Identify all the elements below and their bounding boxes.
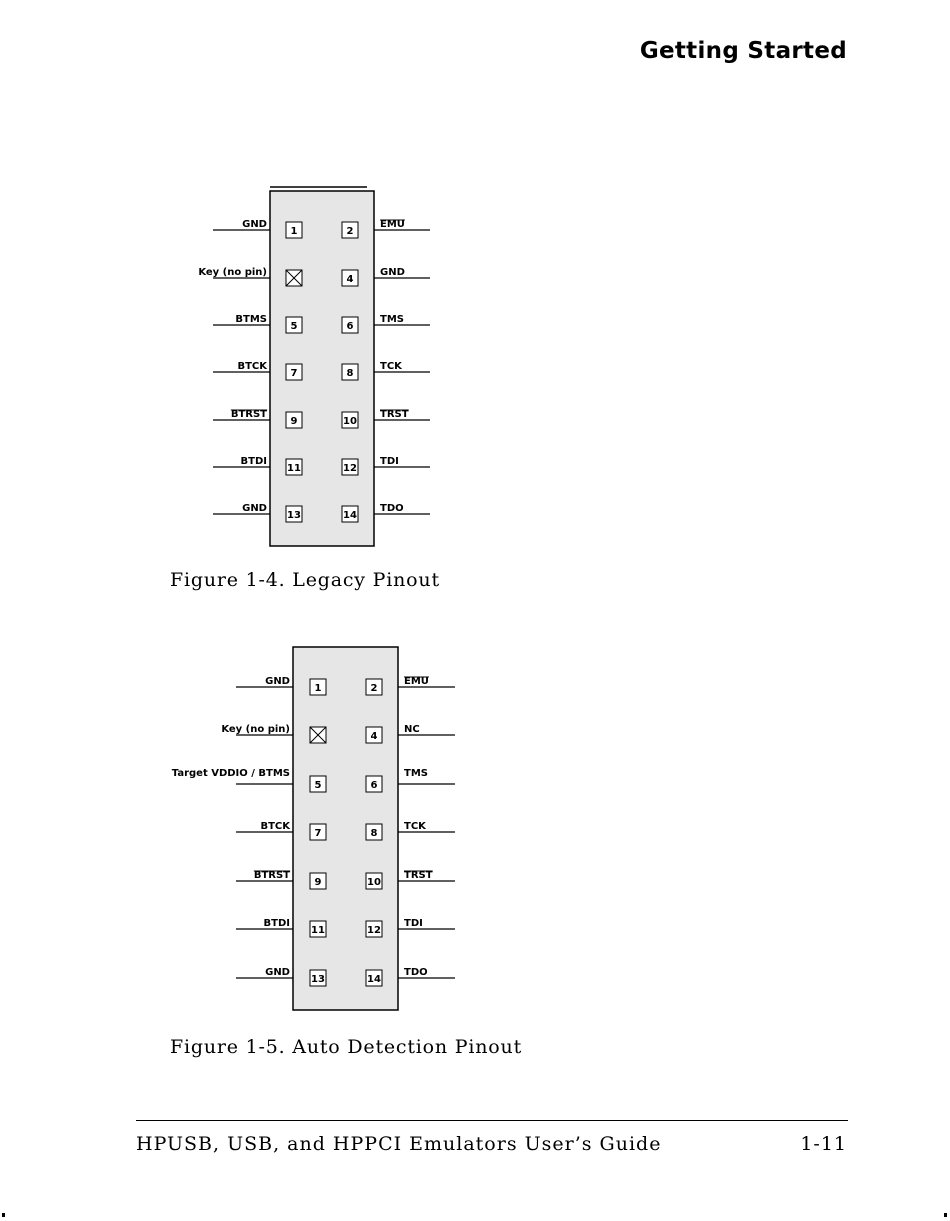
pin-signal-label: BTMS [235, 314, 267, 325]
pin-box [309, 823, 327, 841]
pin-signal-label: Key (no pin) [198, 267, 267, 278]
pin-signal-label: GND [265, 967, 290, 978]
pin-signal-label: GND [242, 219, 267, 230]
pin-box [309, 775, 327, 793]
pin-signal-label: BTRST [231, 409, 267, 420]
pin-box [309, 678, 327, 696]
pin-signal-label: TMS [380, 314, 404, 325]
key-cross-line [285, 269, 303, 287]
pin-number: 4 [371, 731, 378, 742]
pin-box [365, 726, 383, 744]
pin-signal-label: TDO [404, 967, 428, 978]
pin-signal-label: TCK [404, 821, 427, 832]
footer-page-number: 1-11 [800, 1133, 847, 1155]
pin-box [285, 411, 303, 429]
pin-number: 6 [347, 321, 354, 332]
pin-signal-label: EMU [380, 219, 405, 230]
pin-number: 8 [347, 368, 354, 379]
pin-box [285, 505, 303, 523]
pin-number: 14 [367, 974, 381, 985]
pin-number: 2 [371, 683, 378, 694]
pin-number: 10 [343, 416, 357, 427]
pin-signal-label: TMS [404, 768, 428, 779]
pin-box [285, 221, 303, 239]
pin-box [365, 775, 383, 793]
pin-number: 12 [343, 463, 357, 474]
pin-number: 11 [287, 463, 301, 474]
pin-signal-label: NC [404, 724, 420, 735]
pin-box [365, 969, 383, 987]
pin-box [309, 969, 327, 987]
pin-signal-label: BTDI [241, 456, 267, 467]
legacy-pinout-caption: Figure 1-4. Legacy Pinout [170, 569, 440, 591]
scan-mark-left [2, 1213, 5, 1217]
pin-signal-label: EMU [404, 676, 429, 687]
scan-mark-right [944, 1213, 947, 1217]
pin-signal-label: GND [380, 267, 405, 278]
pin-signal-label: GND [265, 676, 290, 687]
page-header-title: Getting Started [639, 38, 847, 64]
pin-box [309, 920, 327, 938]
pin-number: 5 [315, 780, 322, 791]
pin-signal-label: BTRST [254, 870, 290, 881]
pin-signal-label: Key (no pin) [221, 724, 290, 735]
pin-box [365, 872, 383, 890]
pin-number: 10 [367, 877, 381, 888]
pin-signal-label: TRST [404, 870, 433, 881]
pin-number: 12 [367, 925, 381, 936]
pin-box [285, 316, 303, 334]
auto-detection-pinout-caption: Figure 1-5. Auto Detection Pinout [170, 1036, 523, 1058]
pin-signal-label: TRST [380, 409, 409, 420]
pin-number: 1 [291, 226, 298, 237]
pin-number: 11 [311, 925, 325, 936]
key-cross-line [309, 726, 327, 744]
pin-number: 13 [311, 974, 325, 985]
pin-number: 6 [371, 780, 378, 791]
pin-box [285, 363, 303, 381]
pin-number: 7 [291, 368, 298, 379]
pin-box [341, 458, 359, 476]
pin-number: 9 [291, 416, 298, 427]
pin-box [341, 316, 359, 334]
pin-box [341, 363, 359, 381]
pin-box [285, 458, 303, 476]
pin-number: 8 [371, 828, 378, 839]
pin-box [341, 505, 359, 523]
pin-box [309, 872, 327, 890]
pin-signal-label: GND [242, 503, 267, 514]
pin-number: 7 [315, 828, 322, 839]
pin-box [341, 269, 359, 287]
pin-signal-label: TDI [404, 918, 423, 929]
pin-number: 1 [315, 683, 322, 694]
pin-box [365, 823, 383, 841]
pin-signal-label: Target VDDIO / BTMS [172, 768, 290, 779]
pin-box [341, 221, 359, 239]
pin-signal-label: BTDI [264, 918, 290, 929]
pin-number: 9 [315, 877, 322, 888]
pin-box [365, 920, 383, 938]
pin-number: 13 [287, 510, 301, 521]
pin-signal-label: BTCK [260, 821, 291, 832]
pin-number: 4 [347, 274, 354, 285]
pin-number: 14 [343, 510, 357, 521]
pin-signal-label: TDI [380, 456, 399, 467]
pin-box [365, 678, 383, 696]
pin-number: 2 [347, 226, 354, 237]
pin-signal-label: BTCK [237, 361, 268, 372]
footer-rule [136, 1120, 848, 1121]
pin-signal-label: TDO [380, 503, 404, 514]
pin-box [341, 411, 359, 429]
pin-number: 5 [291, 321, 298, 332]
footer-guide-title: HPUSB, USB, and HPPCI Emulators User’s G… [136, 1133, 662, 1155]
pin-signal-label: TCK [380, 361, 403, 372]
